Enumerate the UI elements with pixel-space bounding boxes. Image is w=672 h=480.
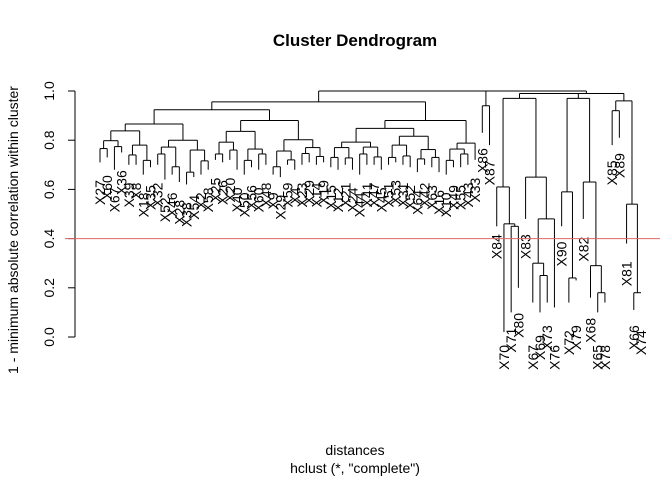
- leaf-label: X2: [193, 192, 209, 209]
- leaf-label: X65: [590, 345, 606, 370]
- leaf-label: X81: [619, 261, 635, 286]
- leaf-label: X66: [626, 325, 642, 350]
- leaf-label: X44: [352, 192, 368, 217]
- leaf-label: X69: [532, 335, 548, 360]
- leaf-label: X39: [121, 182, 137, 207]
- leaf-label: X41: [359, 182, 375, 207]
- y-tick-label: 0.0: [41, 327, 57, 347]
- leaf-label: X24: [344, 187, 360, 212]
- y-tick-label: 0.2: [41, 278, 57, 298]
- leaf-label: X52: [402, 185, 418, 210]
- y-axis-label: 1 - minimum absolute correlation within …: [5, 86, 21, 374]
- leaf-label: X68: [583, 318, 599, 343]
- leaf-label: X73: [539, 325, 555, 350]
- leaf-label: X56: [243, 185, 259, 210]
- leaf-label: X18: [135, 192, 151, 217]
- leaf-label: X85: [604, 160, 620, 185]
- x-axis-label: distances: [325, 442, 384, 458]
- leaf-label: X53: [388, 180, 404, 205]
- leaf-label: X16: [431, 190, 447, 215]
- leaf-label: X52: [157, 197, 173, 222]
- leaf-label: X12: [330, 187, 346, 212]
- leaf-label: X36: [114, 170, 130, 195]
- leaf-label: X43: [460, 182, 476, 207]
- leaf-label: X32: [150, 182, 166, 207]
- leaf-label: X84: [489, 234, 505, 259]
- leaf-label: X28: [171, 200, 187, 225]
- leaf-label: X83: [518, 234, 534, 259]
- leaf-label: X42: [417, 182, 433, 207]
- y-tick-label: 0.8: [41, 130, 57, 150]
- leaf-label: X49: [445, 185, 461, 210]
- x-axis-sublabel: hclust (*, "complete"): [290, 460, 420, 476]
- leaf-label: X90: [554, 241, 570, 266]
- leaf-label: X60: [251, 187, 267, 212]
- leaf-label: X71: [503, 327, 519, 352]
- leaf-label: X21: [337, 182, 353, 207]
- leaf-label: X72: [561, 330, 577, 355]
- leaf-label: X63: [424, 185, 440, 210]
- leaf-label: X45: [373, 187, 389, 212]
- leaf-label: X31: [395, 182, 411, 207]
- leaf-label: X55: [453, 185, 469, 210]
- leaf-labels: X27X60X67X36X39X8X18X35X32X52X46X28X38X5…: [92, 148, 649, 370]
- leaf-label: X15: [323, 185, 339, 210]
- leaf-label: X29: [272, 195, 288, 220]
- leaf-label: X4: [287, 187, 303, 204]
- leaf-label: X50: [236, 192, 252, 217]
- leaf-label: X58: [200, 187, 216, 212]
- leaf-label: X48: [258, 182, 274, 207]
- leaf-label: X9: [265, 192, 281, 209]
- leaf-label: X40: [229, 187, 245, 212]
- y-tick-label: 0.6: [41, 179, 57, 199]
- leaf-label: X78: [597, 345, 613, 370]
- leaf-label: X59: [280, 182, 296, 207]
- leaf-label: X14: [308, 182, 324, 207]
- dendrogram-tree: [99, 90, 641, 333]
- leaf-label: X29: [301, 180, 317, 205]
- leaf-label: X67: [525, 345, 541, 370]
- leaf-label: X38: [179, 202, 195, 227]
- leaf-label: X54: [186, 195, 202, 220]
- leaf-label: X79: [568, 325, 584, 350]
- leaf-label: X19: [316, 180, 332, 205]
- chart-title: Cluster Dendrogram: [273, 31, 437, 50]
- leaf-label: X64: [409, 190, 425, 215]
- leaf-label: X26: [215, 180, 231, 205]
- leaf-label: X46: [164, 192, 180, 217]
- leaf-label: X86: [474, 148, 490, 173]
- leaf-label: X10: [438, 192, 454, 217]
- leaf-label: X80: [510, 313, 526, 338]
- leaf-label: X70: [496, 345, 512, 370]
- leaf-label: X47: [366, 182, 382, 207]
- leaf-label: X87: [482, 160, 498, 185]
- leaf-label: X82: [575, 236, 591, 261]
- leaf-label: X33: [467, 177, 483, 202]
- leaf-label: X74: [633, 330, 649, 355]
- leaf-label: X89: [611, 153, 627, 178]
- leaf-label: X35: [142, 185, 158, 210]
- leaf-label: X27: [92, 180, 108, 205]
- leaf-label: X20: [222, 177, 238, 202]
- y-axis: 0.0 0.2 0.4 0.6 0.8 1.0: [41, 81, 76, 347]
- y-tick-label: 0.4: [41, 229, 57, 249]
- leaf-label: X23: [294, 182, 310, 207]
- leaf-label: X25: [207, 177, 223, 202]
- leaf-label: X8: [128, 182, 144, 199]
- leaf-label: X76: [546, 345, 562, 370]
- leaf-label: X60: [99, 175, 115, 200]
- leaf-label: X51: [381, 182, 397, 207]
- leaf-label: X67: [106, 187, 122, 212]
- y-tick-label: 1.0: [41, 81, 57, 101]
